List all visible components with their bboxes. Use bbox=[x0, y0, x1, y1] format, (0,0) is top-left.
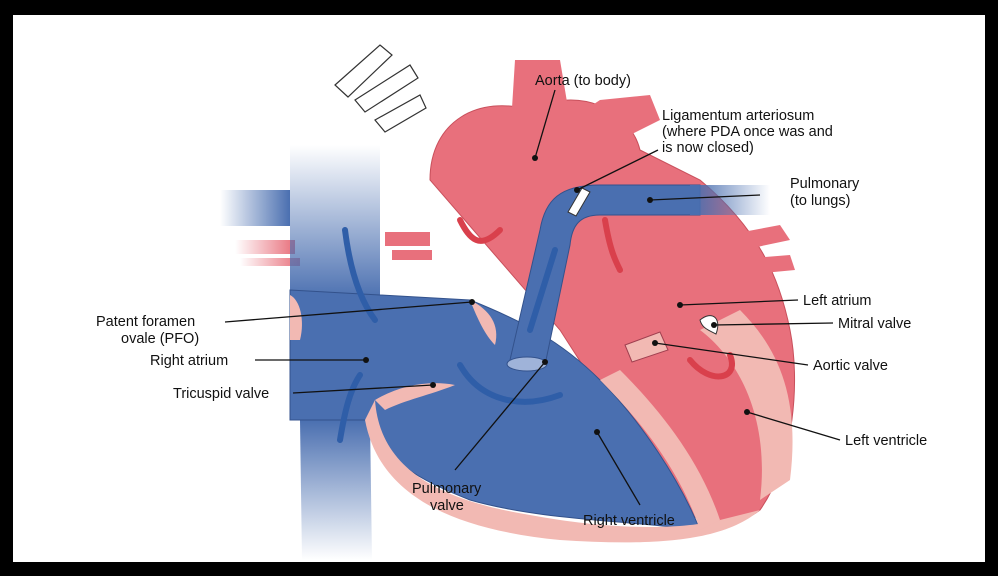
label-aorta: Aorta (to body) bbox=[535, 73, 631, 89]
label-right-ventricle: Right ventricle bbox=[583, 513, 675, 529]
label-ligamentum-line3: is now closed) bbox=[662, 140, 754, 156]
label-pulmonary-line1: Pulmonary bbox=[790, 176, 860, 192]
label-pulmonary-valve-line2: valve bbox=[430, 498, 464, 514]
label-right-atrium: Right atrium bbox=[150, 353, 228, 369]
upper-vessels-outline bbox=[335, 45, 426, 132]
pulmonary-artery-fade bbox=[690, 185, 770, 215]
superior-vena-cava bbox=[290, 145, 380, 300]
label-left-atrium: Left atrium bbox=[803, 293, 872, 309]
label-aortic-valve: Aortic valve bbox=[813, 358, 888, 374]
inferior-vena-cava bbox=[300, 420, 372, 560]
label-pfo-line1: Patent foramen bbox=[96, 314, 195, 330]
label-ligamentum-line1: Ligamentum arteriosum bbox=[662, 108, 814, 124]
pulmonary-valve-ring bbox=[507, 357, 547, 371]
label-ligamentum-line2: (where PDA once was and bbox=[662, 124, 833, 140]
label-tricuspid-valve: Tricuspid valve bbox=[173, 386, 269, 402]
label-pulmonary-valve-line1: Pulmonary bbox=[412, 481, 482, 497]
label-pulmonary-line2: (to lungs) bbox=[790, 193, 850, 209]
label-pfo-line2: ovale (PFO) bbox=[121, 331, 199, 347]
label-left-ventricle: Left ventricle bbox=[845, 433, 927, 449]
label-mitral-valve: Mitral valve bbox=[838, 316, 911, 332]
